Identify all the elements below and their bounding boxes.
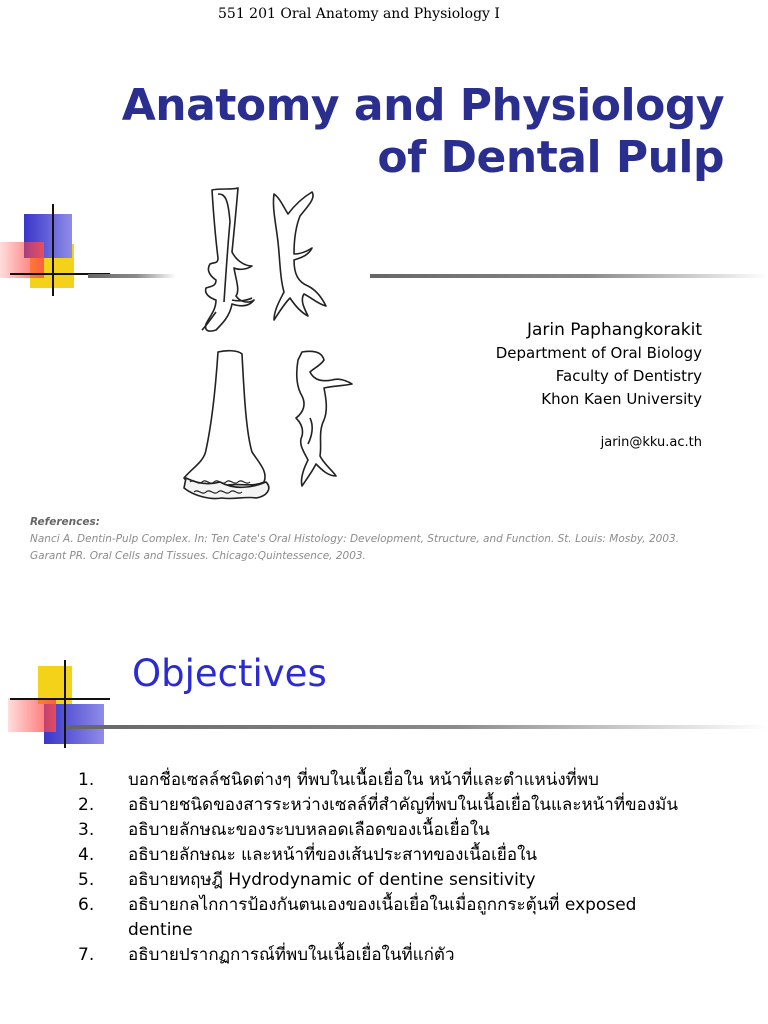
item-number: 2. — [78, 795, 95, 815]
item-text: อธิบายทฤษฎี Hydrodynamic of dentine sens… — [128, 870, 536, 890]
reference-item: Nanci A. Dentin-Pulp Complex. In: Ten Ca… — [30, 533, 680, 545]
list-item: 1. บอกชื่อเซลล์ชนิดต่างๆ ที่พบในเนื้อเยื่… — [78, 768, 698, 793]
corner-decoration — [0, 204, 110, 296]
divider-left — [88, 274, 176, 278]
red-square — [8, 698, 56, 732]
reference-item: Garant PR. Oral Cells and Tissues. Chica… — [30, 550, 366, 562]
list-item: 4. อธิบายลักษณะ และหน้าที่ของเส้นประสาทขอ… — [78, 843, 698, 868]
author-university: Khon Kaen University — [541, 390, 702, 408]
course-header: 551 201 Oral Anatomy and Physiology I — [218, 6, 500, 22]
item-text: อธิบายปรากฏการณ์ที่พบในเนื้อเยื่อในที่แก… — [128, 945, 455, 965]
list-item: 7. อธิบายปรากฏการณ์ที่พบในเนื้อเยื่อในที่… — [78, 943, 698, 968]
item-text: อธิบายกลไกการป้องกันตนเองของเนื้อเยื่อใน… — [128, 895, 637, 940]
red-square — [0, 242, 44, 278]
item-text: อธิบายลักษณะ และหน้าที่ของเส้นประสาทของเ… — [128, 845, 537, 865]
divider-right — [370, 274, 768, 278]
title-line-2: of Dental Pulp — [377, 132, 724, 183]
author-info: Jarin Paphangkorakit Department of Oral … — [496, 318, 702, 453]
references: References: Nanci A. Dentin-Pulp Complex… — [30, 514, 750, 565]
author-name: Jarin Paphangkorakit — [526, 320, 702, 340]
objectives-list: 1. บอกชื่อเซลล์ชนิดต่างๆ ที่พบในเนื้อเยื่… — [78, 768, 698, 968]
item-number: 5. — [78, 870, 95, 890]
author-email: jarin@kku.ac.th — [600, 435, 702, 450]
slide-title: Anatomy and Physiology of Dental Pulp — [121, 80, 725, 184]
objectives-heading: Objectives — [132, 652, 327, 695]
item-number: 4. — [78, 845, 95, 865]
item-text: อธิบายชนิดของสารระหว่างเซลล์ที่สำคัญที่พ… — [128, 795, 679, 815]
corner-decoration — [8, 660, 110, 748]
list-item: 3. อธิบายลักษณะของระบบหลอดเลือดของเนื้อเย… — [78, 818, 698, 843]
author-faculty: Faculty of Dentistry — [555, 367, 702, 385]
item-number: 1. — [78, 770, 95, 790]
item-text: อธิบายลักษณะของระบบหลอดเลือดของเนื้อเยื่… — [128, 820, 490, 840]
item-number: 7. — [78, 945, 95, 965]
objectives-divider — [66, 725, 768, 729]
pulp-vessel-illustration — [183, 187, 353, 500]
author-department: Department of Oral Biology — [495, 344, 702, 362]
title-line-1: Anatomy and Physiology — [121, 80, 725, 131]
list-item: 2. อธิบายชนิดของสารระหว่างเซลล์ที่สำคัญที… — [78, 793, 698, 818]
list-item: 6. อธิบายกลไกการป้องกันตนเองของเนื้อเยื่อ… — [78, 893, 698, 943]
list-item: 5. อธิบายทฤษฎี Hydrodynamic of dentine se… — [78, 868, 698, 893]
item-number: 6. — [78, 895, 95, 915]
yellow-square — [38, 666, 72, 704]
item-text: บอกชื่อเซลล์ชนิดต่างๆ ที่พบในเนื้อเยื่อใ… — [128, 770, 599, 790]
references-heading: References: — [30, 516, 100, 528]
item-number: 3. — [78, 820, 95, 840]
